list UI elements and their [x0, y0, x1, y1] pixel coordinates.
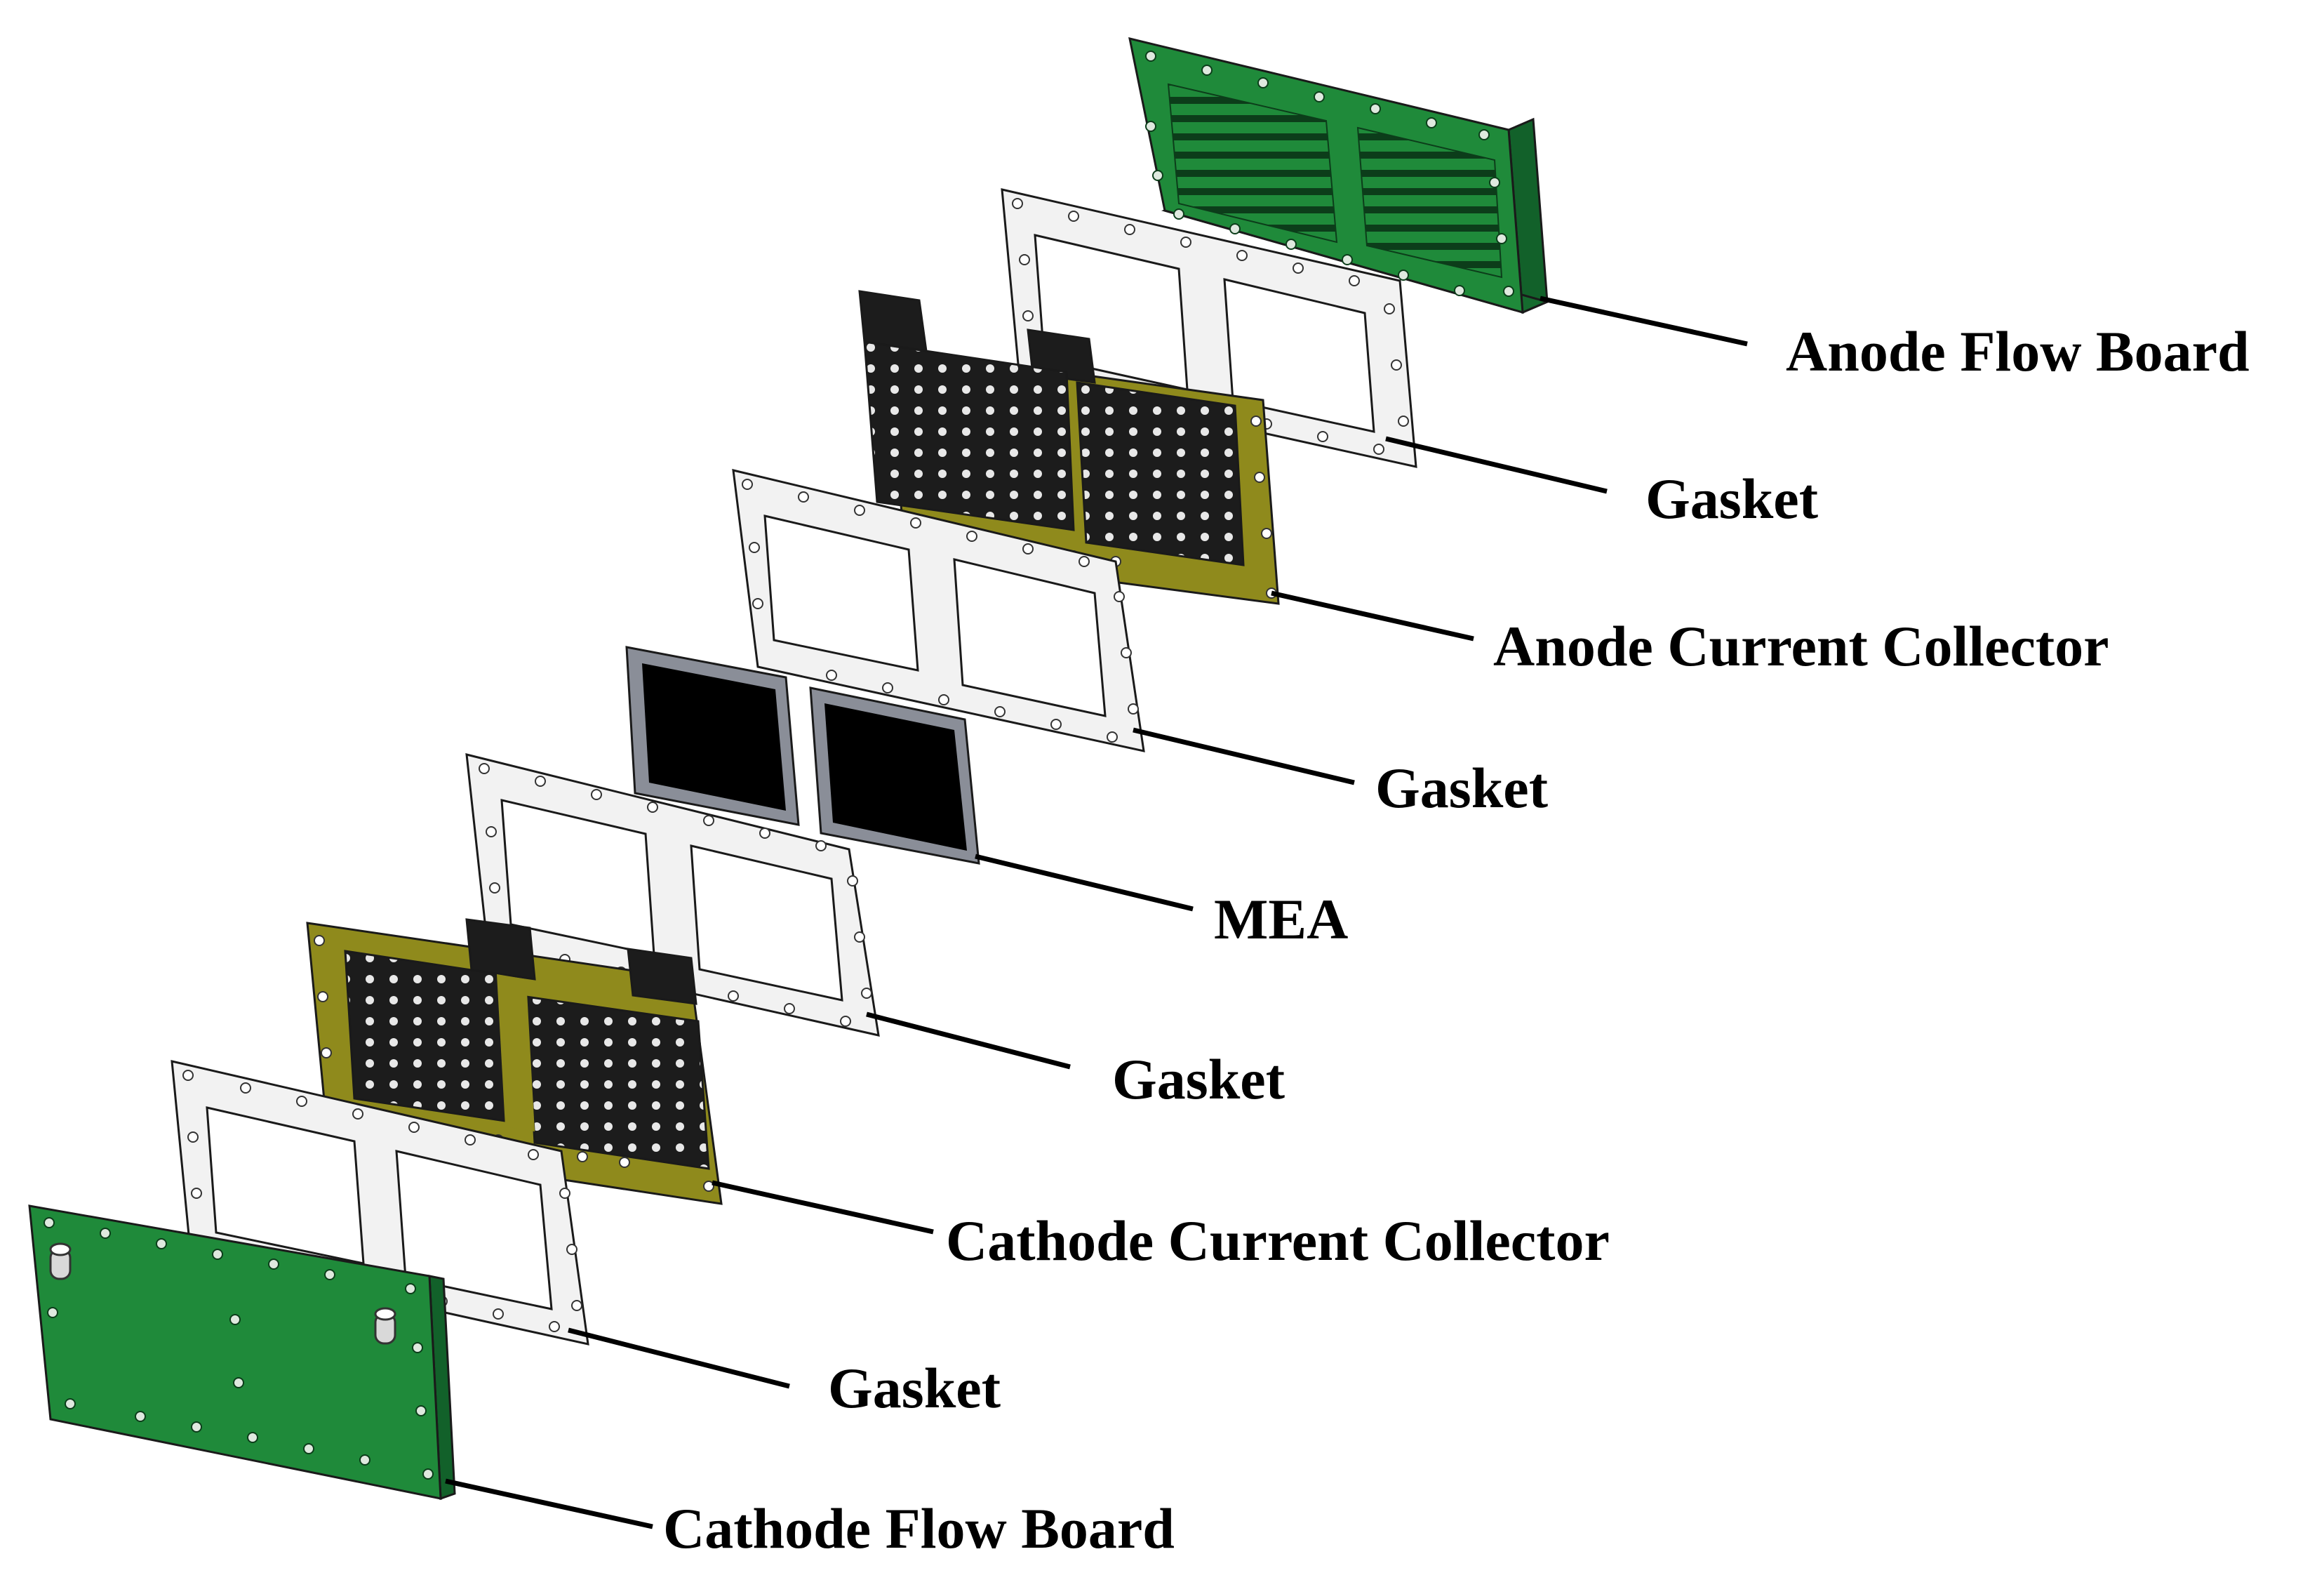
leader-gasket-2 — [1133, 727, 1355, 785]
gasket-3-window-right — [690, 844, 843, 1002]
cathode-flow-board-face — [28, 1204, 442, 1500]
label-cathode-current-collector: Cathode Current Collector — [946, 1209, 1610, 1273]
cathode-flow-board-bolt-holes — [44, 1217, 434, 1480]
leader-anode-current-collector — [1271, 590, 1474, 642]
leader-cathode-current-collector — [712, 1180, 934, 1235]
cathode-collector-plate-left — [344, 950, 521, 1124]
label-gasket-4: Gasket — [828, 1356, 1001, 1420]
gasket-2-window-left — [763, 514, 919, 672]
anode-collector-plate-right — [1076, 381, 1245, 566]
cathode-collector-divider — [497, 974, 535, 1131]
leader-cathode-flow-board — [445, 1478, 653, 1529]
label-anode-flow-board: Anode Flow Board — [1786, 319, 2250, 383]
cathode-current-collector — [306, 918, 723, 1205]
anode-flow-channels-left — [1167, 83, 1338, 244]
anode-flow-board-bolt-holes — [1145, 51, 1514, 297]
gasket-2-window-right — [953, 558, 1107, 717]
cathode-collector-plate-right — [525, 995, 710, 1170]
gasket-2 — [732, 469, 1145, 752]
mea-right-core — [824, 703, 967, 851]
leader-anode-flow-board — [1540, 296, 1748, 347]
callout-labels: Anode Flow Board Gasket Anode Current Co… — [663, 319, 2250, 1560]
leader-lines — [445, 296, 1748, 1529]
leader-gasket-1 — [1385, 436, 1608, 494]
leader-mea — [975, 854, 1194, 912]
anode-collector-plate-left — [863, 340, 1075, 531]
mea-left-core — [642, 663, 786, 811]
leader-gasket-3 — [866, 1011, 1071, 1070]
gasket-4-window-right — [395, 1150, 553, 1310]
mea — [625, 646, 980, 865]
gasket-2-bolt-holes — [742, 479, 1139, 743]
label-gasket-1: Gasket — [1645, 467, 1818, 531]
anode-flow-channels-right — [1356, 126, 1503, 279]
gasket-1-window-right — [1223, 278, 1375, 433]
label-cathode-flow-board: Cathode Flow Board — [663, 1496, 1175, 1560]
cathode-flow-board-port-right — [374, 1307, 396, 1345]
label-anode-current-collector: Anode Current Collector — [1493, 614, 2109, 678]
cathode-collector-tab-left — [465, 918, 536, 981]
label-gasket-2: Gasket — [1375, 756, 1548, 820]
cathode-flow-board-port-left — [49, 1242, 72, 1280]
label-mea: MEA — [1214, 887, 1348, 951]
anode-flow-board — [1128, 36, 1551, 314]
cathode-collector-tab-right — [627, 948, 697, 1005]
leader-gasket-4 — [568, 1327, 790, 1389]
label-gasket-3: Gasket — [1112, 1047, 1285, 1111]
cathode-flow-board — [28, 1204, 456, 1501]
